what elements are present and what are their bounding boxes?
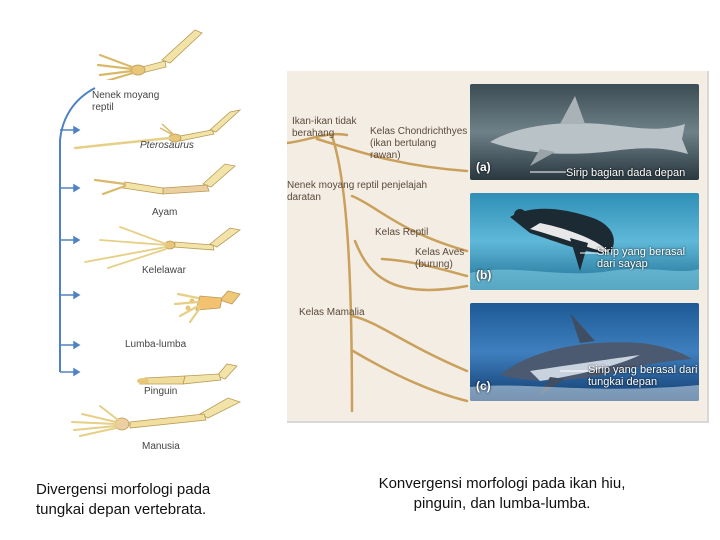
photo-a-letter: (a) — [476, 160, 491, 174]
divergence-caption: Divergensi morfologi pada tungkai depan … — [36, 481, 211, 518]
human-limb — [71, 397, 242, 437]
label-dolphin: Lumba-lumba — [125, 339, 187, 350]
pterosaurus-limb — [73, 109, 242, 150]
penguin-limb — [137, 363, 238, 385]
convergence-panel: Ikan-ikan tidak berahang Kelas Chondrich… — [287, 71, 709, 423]
photo-b-letter: (b) — [476, 268, 492, 282]
photo-a-annotation: Sirip bagian dada depan — [566, 167, 686, 179]
label-jawless-fish: Ikan-ikan tidak berahang — [292, 116, 357, 139]
convergence-caption: Konvergensi morfologi pada ikan hiu, pin… — [378, 475, 626, 512]
dolphin-limb — [173, 290, 241, 324]
photo-shark: (a) Sirip bagian dada depan — [470, 84, 699, 180]
label-human: Manusia — [142, 441, 180, 452]
label-penguin: Pinguin — [144, 386, 178, 397]
label-reptile-explorer-ancestor: Nenek moyang reptil penjelajah daratan — [287, 180, 428, 203]
label-mammal-class: Kelas Mamalia — [299, 307, 365, 318]
label-reptile-ancestor: Nenek moyang reptil — [92, 90, 160, 113]
label-pterosaurus: Pterosaurus — [140, 140, 194, 151]
label-aves-class: Kelas Aves (burung) — [415, 247, 465, 270]
label-chicken: Ayam — [152, 207, 178, 218]
photo-dolphin: (c) Sirip yang berasal dari tungkai depa… — [470, 303, 699, 401]
label-reptile-class: Kelas Reptil — [375, 227, 429, 238]
bat-limb — [84, 226, 241, 269]
label-bat: Kelelawar — [142, 265, 186, 276]
chicken-limb — [93, 163, 236, 196]
photo-b-annotation: Sirip yang berasal dari sayap — [597, 246, 686, 270]
label-chondrichthyes: Kelas Chondrichthyes (ikan bertulang raw… — [370, 126, 468, 161]
ancestor-lineage-lines — [59, 87, 96, 377]
reptile-ancestor-limb — [96, 29, 203, 80]
phylogeny-branches — [287, 132, 469, 413]
photo-c-letter: (c) — [476, 379, 491, 393]
photo-penguin: (b) Sirip yang berasal dari sayap — [470, 193, 699, 290]
photo-c-annotation: Sirip yang berasal dari tungkai depan — [588, 364, 698, 388]
divergence-panel: Nenek moyang reptil Pterosaurus Ayam Kel… — [0, 0, 260, 460]
